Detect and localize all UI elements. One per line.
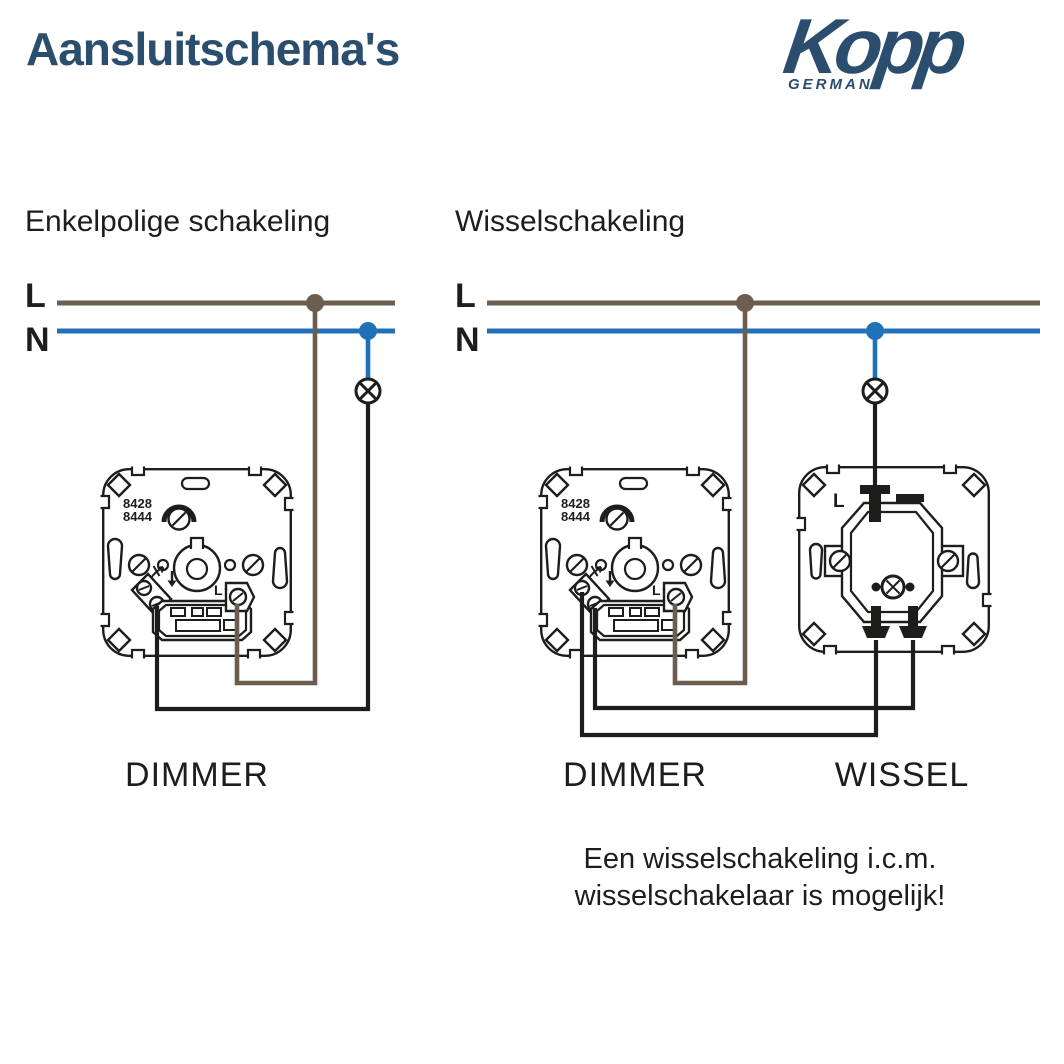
heading-enkelpolige-schakeling: Enkelpolige schakeling [25,205,331,238]
junction-dot [306,294,324,312]
note-line-2: wisselschakelaar is mogelijk! [574,880,946,912]
page-title: Aansluitschema's [26,23,400,75]
live-wire-to-dimmer [672,303,748,686]
diagram-enkelpolige-schakeling [57,294,395,712]
right-live-label: L [455,277,476,315]
lamp-icon [861,377,889,405]
diagram-wisselschakeling [487,294,1040,738]
junction-dot [866,322,884,340]
wissel-device [795,463,993,656]
lamp-icon [354,377,382,405]
live-wire-to-dimmer [234,303,318,686]
switched-wire-lamp-to-dimmer [154,404,371,712]
left-dimmer-label: DIMMER [125,756,269,794]
junction-dot [736,294,754,312]
traveler-wire-1 [579,592,879,738]
dimmer-device [539,467,732,659]
kopp-logo-country: GERMANY [788,76,886,93]
note-line-1: Een wisselschakeling i.c.m. [583,843,937,875]
dimmer-device [101,467,294,659]
right-neutral-label: N [455,321,480,359]
wissel-label: WISSEL [834,756,970,794]
heading-wisselschakeling: Wisselschakeling [455,205,686,238]
left-neutral-label: N [25,321,50,359]
note-text: Een wisselschakeling i.c.m. wisselschake… [575,841,946,915]
right-dimmer-label: DIMMER [563,756,707,794]
junction-dot [359,322,377,340]
kopp-logo: Kopp GERMANY [779,2,1040,93]
left-live-label: L [25,277,46,315]
traveler-wire-2 [592,608,916,711]
